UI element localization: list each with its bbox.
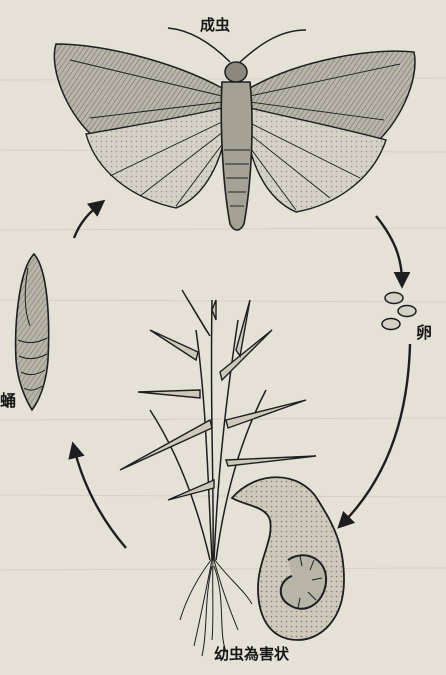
arrow-adult-to-egg bbox=[376, 216, 402, 282]
larva-damage-label: 幼虫為害状 bbox=[214, 647, 289, 662]
adult-label: 成虫 bbox=[200, 18, 230, 33]
eggs-drawing bbox=[382, 293, 416, 330]
pupa-drawing bbox=[16, 254, 49, 410]
moth-body bbox=[221, 82, 252, 230]
arrow-pupa-to-adult bbox=[74, 204, 100, 238]
larva-damage-drawing bbox=[232, 477, 344, 640]
adult-moth-drawing bbox=[54, 28, 415, 230]
moth-head bbox=[225, 62, 247, 82]
arrow-larva-to-pupa bbox=[74, 448, 126, 548]
egg-label: 卵 bbox=[416, 325, 432, 341]
pupa-label: 蛹 bbox=[0, 393, 16, 409]
moth-antenna-right bbox=[240, 30, 306, 62]
